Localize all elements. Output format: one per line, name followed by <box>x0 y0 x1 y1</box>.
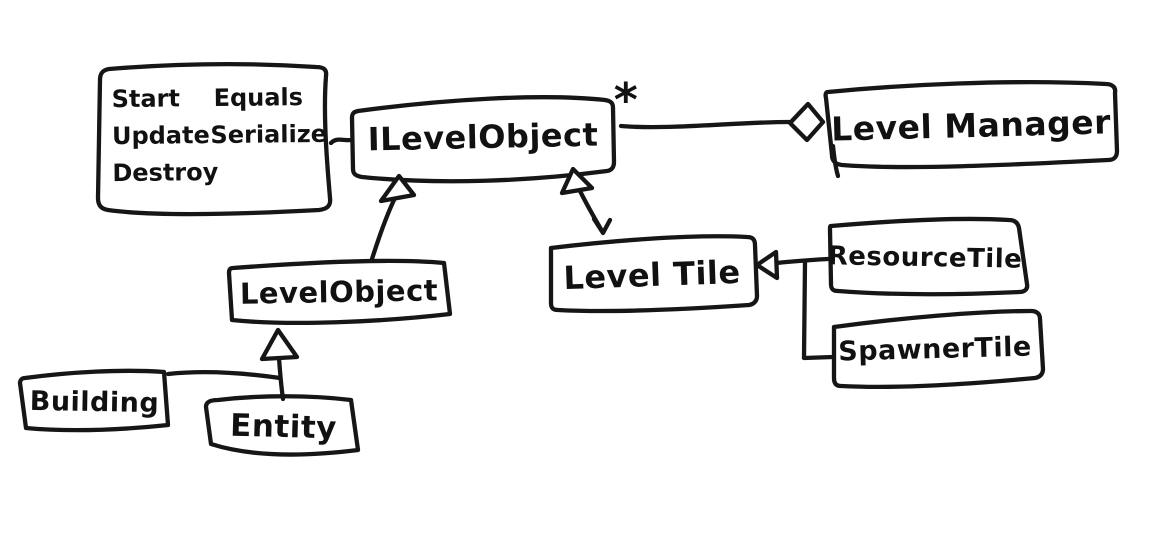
spawnertile-box <box>831 308 1046 390</box>
node-spawnertile-label: SpawnerTile <box>837 330 1033 368</box>
levelmanager-corner-tick <box>830 143 841 179</box>
edge-branch-to-spawnertile <box>801 259 836 361</box>
inheritance-arrow-tiles-icon <box>754 249 780 281</box>
edge-aggregation-line <box>618 119 792 130</box>
method-row: Update Serialize <box>112 116 327 155</box>
edge-building-to-levelobject <box>165 370 283 381</box>
node-method-list: Start Equals Update Serialize Destroy <box>111 79 327 192</box>
aggregation-multiplicity: * <box>613 73 639 127</box>
node-levelobject-label: LevelObject <box>239 273 439 311</box>
node-building-label: Building <box>29 385 160 419</box>
inheritance-arrow-levelobject-icon <box>378 173 417 204</box>
leveltile-end-arrowhead-icon <box>591 216 613 236</box>
method-row: Destroy <box>112 153 327 192</box>
method-name: Serialize <box>210 119 328 150</box>
method-name: Destroy <box>112 158 219 188</box>
inheritance-arrow-entity-icon <box>259 327 300 362</box>
edge-note-to-ilevelobject <box>328 137 355 146</box>
edge-levelobject-to-ilevelobject <box>369 197 397 262</box>
ilevelobject-box <box>349 95 617 184</box>
levelobject-box <box>226 258 453 326</box>
aggregation-diamond-icon <box>787 101 826 143</box>
method-name: Start <box>111 84 181 114</box>
method-name: Equals <box>213 83 304 113</box>
node-ilevelobject-label: ILevelObject <box>367 115 599 159</box>
node-entity-label: Entity <box>229 407 338 447</box>
leveltile-box <box>548 234 760 314</box>
method-name: Update <box>111 121 210 151</box>
node-resourcetile-label: ResourceTile <box>827 241 1023 275</box>
method-row: Start Equals <box>111 79 326 118</box>
method-list-box <box>95 61 333 217</box>
edge-tiles-to-leveltile <box>774 256 831 266</box>
resourcetile-box <box>827 216 1030 297</box>
building-box <box>17 368 171 433</box>
node-levelmanager-label: Level Manager <box>830 101 1112 149</box>
inheritance-arrow-leveltile-icon <box>559 166 595 196</box>
node-leveltile-label: Level Tile <box>562 252 742 298</box>
